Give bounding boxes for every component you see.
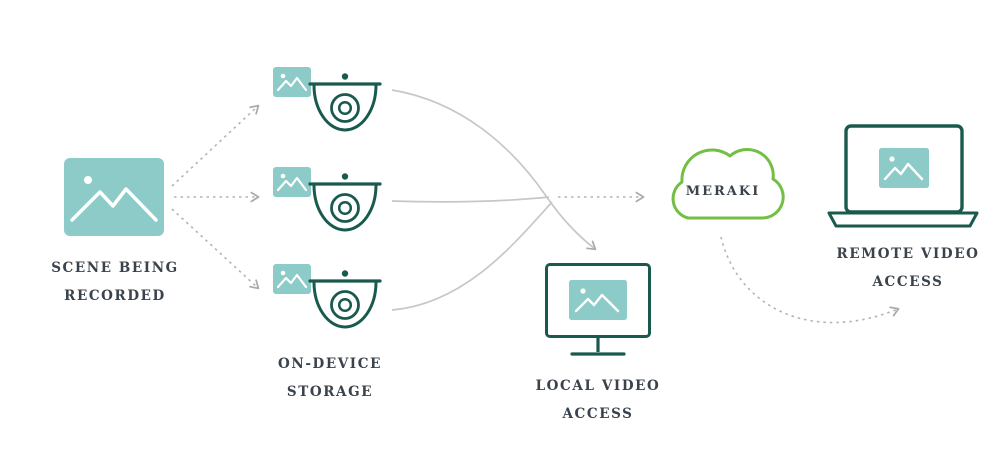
connector-camera-2-to-junction [391, 196, 550, 203]
dome-camera-icon [308, 173, 382, 232]
remote-video-access-label: REMOTE VIDEO ACCESS [836, 246, 980, 290]
cloud-icon [671, 148, 785, 220]
dome-camera-icon [308, 270, 382, 329]
local-video-access-label: LOCAL VIDEO ACCESS [535, 378, 661, 422]
image-thumbnail-icon [273, 167, 311, 197]
local-video-node [545, 263, 651, 361]
image-thumbnail-icon [273, 67, 311, 97]
monitor-icon [545, 263, 651, 356]
meraki-label: MERAKI [685, 184, 761, 199]
dome-camera-icon [308, 73, 382, 132]
on-device-storage-label: ON-DEVICE STORAGE [278, 356, 382, 400]
connector-cloud-to-remote-laptop [720, 236, 900, 324]
connector-camera-3-to-junction [391, 201, 553, 311]
laptop-icon [827, 124, 979, 228]
scene-node [64, 158, 164, 240]
scene-label: SCENE BEING RECORDED [51, 260, 179, 304]
connector-scene-to-camera-1 [171, 104, 260, 187]
camera-3 [306, 269, 384, 337]
camera-1 [306, 72, 384, 140]
meraki-cloud-node [648, 130, 798, 242]
camera-2 [306, 172, 384, 240]
image-thumbnail-icon [273, 264, 311, 294]
camera-3-thumbnail [273, 264, 311, 298]
image-photo-icon [64, 158, 164, 236]
camera-1-thumbnail [273, 67, 311, 101]
camera-2-thumbnail [273, 167, 311, 201]
connector-camera-1-to-local-monitor [391, 89, 597, 251]
remote-video-node [825, 124, 981, 234]
